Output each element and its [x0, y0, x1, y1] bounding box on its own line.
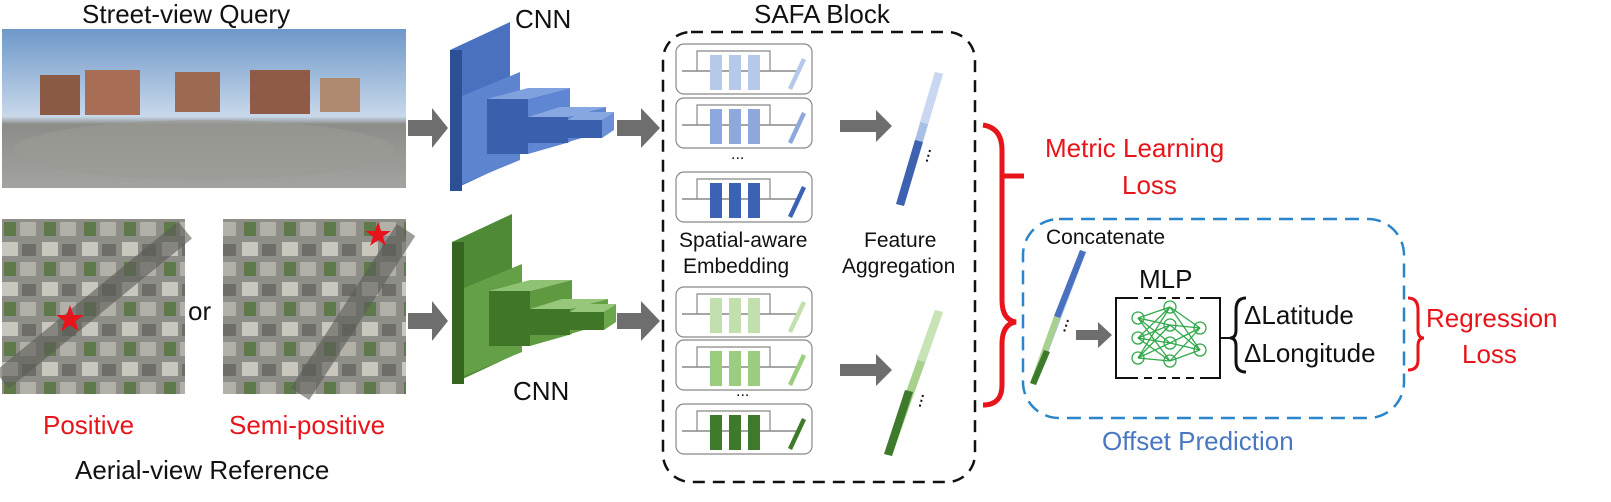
star-icon	[56, 305, 84, 332]
arrow-right-icon	[1076, 322, 1112, 348]
regression-loss-brace	[1407, 296, 1425, 372]
feature-vector-blue	[896, 72, 943, 206]
arrow-right-icon	[408, 301, 448, 341]
positive-label: Positive	[43, 410, 135, 440]
star-icon	[365, 222, 391, 246]
cnn-bottom-label: CNN	[513, 376, 570, 406]
cnn-top-label: CNN	[515, 4, 572, 34]
aerial-view-reference-label: Aerial-view Reference	[75, 455, 330, 485]
cnn-blue-icon	[450, 22, 614, 191]
feature-vector-green	[884, 310, 943, 456]
feature-aggregation-label-line2: Aggregation	[842, 255, 956, 278]
offset-prediction-container	[1021, 217, 1406, 420]
delta-latitude-label: ΔLatitude	[1244, 300, 1354, 330]
arrow-right-icon	[408, 108, 448, 148]
safa-block-container	[661, 30, 977, 484]
aerial-image-positive	[0, 219, 192, 394]
delta-longitude-label: ΔLongitude	[1244, 338, 1376, 368]
street-view-query-label: Street-view Query	[82, 0, 291, 29]
arrow-right-icon	[617, 301, 660, 341]
output-brace	[1229, 296, 1247, 374]
arrow-right-icon	[840, 110, 892, 142]
regression-loss-label-line2: Loss	[1462, 339, 1517, 369]
spatial-aware-label-line1: Spatial-aware	[679, 229, 808, 252]
concatenate-label: Concatenate	[1046, 226, 1166, 249]
mlp-network-icon	[1115, 297, 1221, 379]
spatial-aware-blocks-green	[675, 286, 813, 455]
semi-positive-label: Semi-positive	[229, 410, 386, 440]
spatial-aware-blocks-blue	[675, 43, 813, 223]
safa-block-label: SAFA Block	[754, 0, 890, 29]
regression-loss-label-line1: Regression	[1426, 303, 1558, 333]
cnn-green-icon	[452, 214, 616, 384]
arrow-right-icon	[617, 108, 660, 148]
offset-prediction-label: Offset Prediction	[1102, 426, 1294, 456]
concatenated-vector	[1030, 250, 1086, 385]
arrow-icons	[408, 108, 1112, 386]
arrow-right-icon	[840, 354, 892, 386]
or-label: or	[188, 296, 212, 326]
feature-aggregation-label-line1: Feature	[864, 229, 937, 252]
aerial-image-semi-positive	[223, 219, 416, 400]
mlp-label: MLP	[1139, 264, 1193, 294]
metric-loss-label-line1: Metric Learning	[1045, 133, 1225, 163]
spatial-aware-label-line2: Embedding	[683, 255, 790, 278]
metric-loss-label-line2: Loss	[1122, 170, 1177, 200]
ellipsis-bottom: ...	[736, 383, 750, 400]
ellipsis-top: ...	[731, 146, 745, 163]
metric-loss-brace	[982, 122, 1017, 408]
street-view-image	[2, 29, 406, 188]
